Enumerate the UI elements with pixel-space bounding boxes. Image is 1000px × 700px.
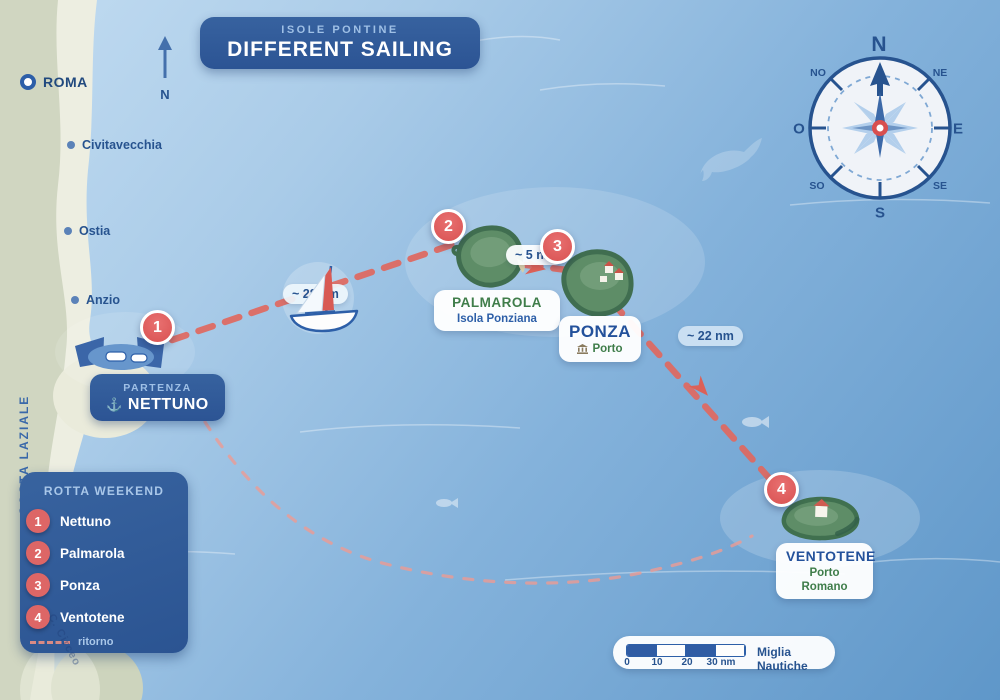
port-label: Porto Romano: [801, 566, 848, 593]
waypoint-badge-1: 1: [140, 310, 175, 345]
city-dot-icon: [71, 296, 79, 304]
scale-bar: 0 10 20 30 nm Miglia Nautiche: [613, 636, 835, 673]
compass-label-se: SE: [932, 180, 948, 192]
fish-icon-small: [436, 498, 458, 508]
sailboat-icon: [265, 250, 375, 350]
city-label-roma: ROMA: [43, 74, 88, 90]
city-ostia: Ostia: [64, 224, 110, 238]
legend-item-ponza: 3 Ponza: [26, 573, 100, 597]
page-title: DIFFERENT SAILING: [227, 38, 453, 61]
compass-label-n: N: [871, 33, 887, 56]
island-label-ventotene: VENTOTENE Porto Romano: [776, 543, 876, 600]
scale-tick: 0: [624, 657, 630, 668]
city-label: Ostia: [79, 224, 111, 238]
legend-item-ventotene: 4 Ventotene: [26, 605, 125, 629]
island-palmarola: [451, 225, 525, 288]
cape-beach: [20, 642, 100, 700]
ventotene-house: [813, 499, 830, 518]
island-subtitle: Isola Ponziana: [457, 312, 537, 325]
scale-tick: 10: [651, 657, 663, 668]
island-subtitle: Porto Romano: [786, 566, 863, 595]
departure-port-label: NETTUNO: [127, 395, 209, 413]
title-banner: ISOLE PONTINE DIFFERENT SAILING: [200, 17, 480, 69]
island-name: PONZA: [569, 322, 631, 341]
waypoint-badge-4: 4: [764, 472, 799, 507]
legend-return-dash-icon: [30, 641, 70, 644]
scale-bar-segments: [626, 644, 746, 657]
north-arrow-icon: [158, 36, 172, 78]
island-ventotene: [781, 496, 860, 541]
legend-badge: 1: [26, 509, 50, 533]
legend-title: ROTTA WEEKEND: [43, 484, 165, 498]
waypoint-badge-2: 2: [431, 209, 466, 244]
capital-marker: ROMA: [20, 74, 88, 90]
anchor-icon: ⚓: [106, 396, 123, 412]
capital-ring-icon: [20, 74, 36, 90]
city-dot-icon: [67, 141, 75, 149]
compass-rose-icon: [808, 56, 952, 200]
title-kicker: ISOLE PONTINE: [281, 24, 399, 36]
return-route: [203, 420, 754, 585]
island-name: VENTOTENE: [786, 548, 876, 564]
departure-name: ⚓ NETTUNO: [106, 396, 209, 414]
legend-label: Ventotene: [60, 609, 125, 625]
compass-label-so: SO: [809, 180, 825, 192]
city-civitavecchia: Civitavecchia: [67, 138, 162, 152]
island-label-ponza: PONZA Porto: [559, 316, 641, 362]
north-label: N: [160, 87, 170, 102]
compass-label-s: S: [874, 204, 886, 222]
distance-pill-ponza-ventotene: ~ 22 nm: [678, 326, 743, 346]
port-label: Porto: [592, 343, 623, 356]
compass-label-o: O: [793, 120, 805, 138]
city-dot-icon: [64, 227, 72, 235]
island-ponza: [561, 249, 634, 317]
departure-kicker: PARTENZA: [123, 381, 192, 394]
legend-badge: 3: [26, 573, 50, 597]
inland-strip: [0, 0, 68, 700]
legend-label: Nettuno: [60, 513, 111, 529]
legend-label: Palmarola: [60, 545, 125, 561]
island-name: PALMAROLA: [452, 295, 542, 310]
compass-label-ne: NE: [932, 67, 948, 79]
legend-item-nettuno: 1 Nettuno: [26, 509, 111, 533]
ponza-houses: [600, 261, 624, 282]
city-label: Anzio: [86, 293, 121, 307]
city-label: Civitavecchia: [82, 138, 162, 152]
fish-icon: [742, 416, 769, 428]
waypoint-badge-3: 3: [540, 229, 575, 264]
legend-badge: 4: [26, 605, 50, 629]
scale-unit-label: Miglia Nautiche: [757, 645, 808, 673]
route-arrow-icon: [688, 375, 709, 396]
north-indicator: N: [148, 34, 182, 102]
temple-icon: [577, 344, 589, 355]
whale-icon: [700, 138, 762, 181]
scale-tick: 20: [681, 657, 693, 668]
compass-label-no: NO: [810, 67, 826, 79]
legend-return-label: ritorno: [78, 636, 114, 648]
compass-label-e: E: [952, 120, 964, 138]
scale-tick: 30 nm: [706, 657, 736, 668]
legend-item-palmarola: 2 Palmarola: [26, 541, 125, 565]
departure-box: PARTENZA ⚓ NETTUNO: [90, 374, 225, 421]
city-anzio: Anzio: [71, 293, 120, 307]
island-label-palmarola: PALMAROLA Isola Ponziana: [434, 290, 560, 332]
legend-label: Ponza: [60, 577, 100, 593]
island-subtitle: Porto: [569, 342, 631, 356]
legend-badge: 2: [26, 541, 50, 565]
compass-rose: N NE E SE S SO O NO: [790, 32, 970, 224]
